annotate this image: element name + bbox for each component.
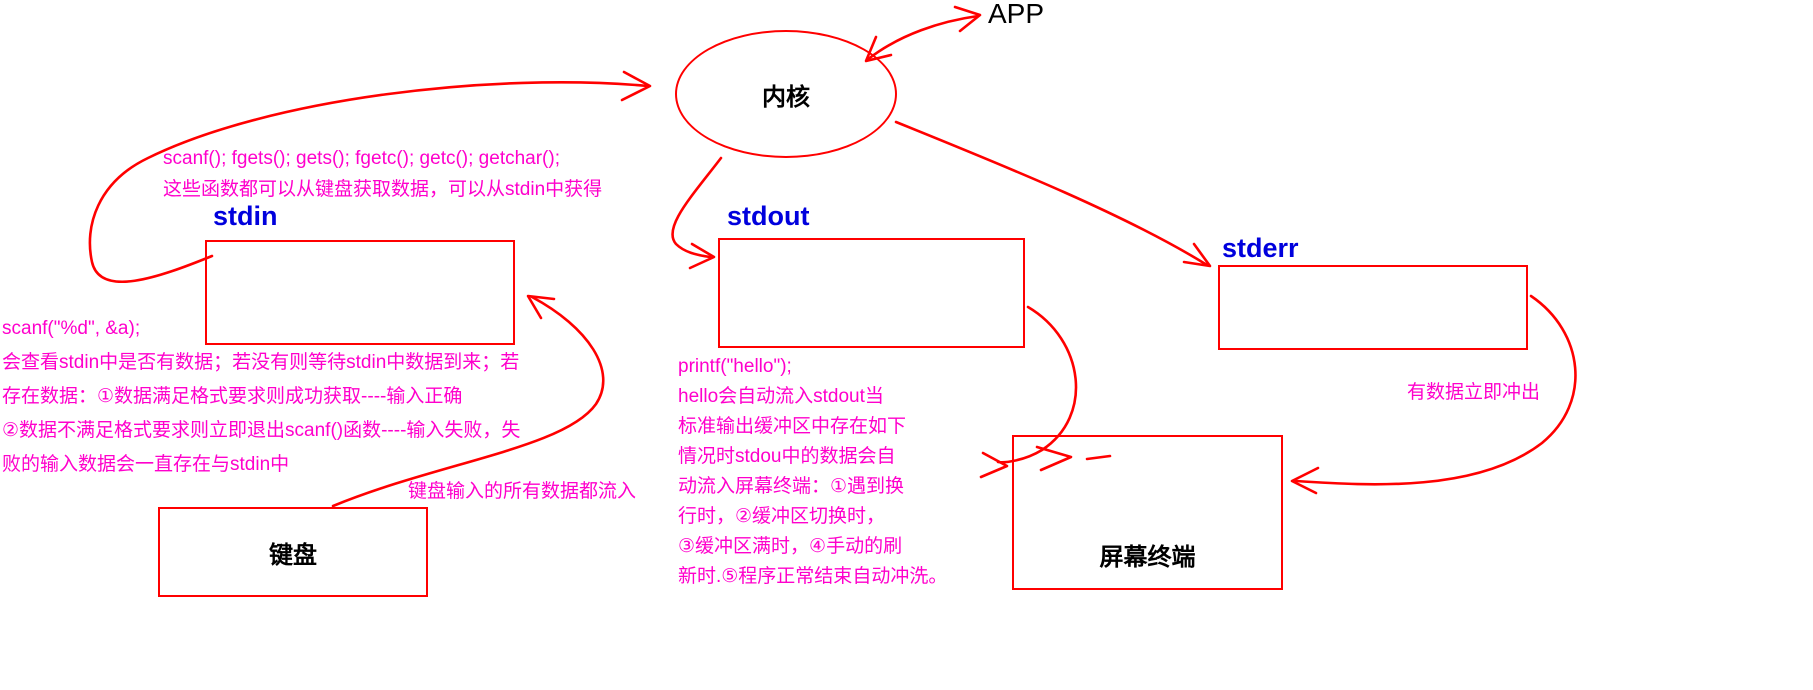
- note-line: scanf("%d", &a);: [2, 318, 141, 339]
- note-line: 情况时stdou中的数据会自: [678, 446, 896, 467]
- note-line: 败的输入数据会一直存在与stdin中: [2, 454, 290, 475]
- app-label: APP: [988, 0, 1045, 29]
- scanf-behavior-note: scanf("%d", &a); 会查看stdin中是否有数据；若没有则等待st…: [2, 312, 520, 482]
- terminal-box: 屏幕终端: [1012, 435, 1283, 590]
- arrow-kernel-to-stdout: [671, 156, 723, 270]
- stdout-box: [718, 238, 1025, 348]
- note-line: 这些函数都可以从键盘获取数据，可以从stdin中获得: [163, 179, 603, 200]
- terminal-label: 屏幕终端: [1099, 544, 1196, 571]
- keyboard-label: 键盘: [269, 541, 317, 569]
- stdin-functions-note: scanf(); fgets(); gets(); fgetc(); getc(…: [163, 143, 602, 205]
- note-line: 动流入屏幕终端：①遇到换: [678, 476, 905, 497]
- note-line: scanf(); fgets(); gets(); fgetc(); getc(…: [163, 148, 560, 169]
- note-line: 存在数据：①数据满足格式要求则成功获取----输入正确: [2, 386, 463, 407]
- arrow-app-kernel: [864, 5, 982, 63]
- keyboard-box: 键盘: [158, 507, 428, 597]
- printf-behavior-note: printf("hello"); hello会自动流入stdout当 标准输出缓…: [678, 352, 947, 592]
- note-line: 新时.⑤程序正常结束自动冲洗。: [678, 566, 948, 587]
- note-line: 会查看stdin中是否有数据；若没有则等待stdin中数据到来；若: [2, 352, 520, 373]
- stdout-label: stdout: [727, 201, 810, 231]
- note-line: 行时，②缓冲区切换时，: [678, 506, 886, 527]
- stdin-label: stdin: [213, 201, 278, 231]
- note-line: 标准输出缓冲区中存在如下: [678, 416, 907, 437]
- note-line: ②数据不满足格式要求则立即退出scanf()函数----输入失败，失: [2, 420, 521, 441]
- kernel-label: 内核: [762, 83, 810, 111]
- stderr-box: [1218, 265, 1528, 350]
- note-line: printf("hello");: [678, 356, 792, 377]
- stderr-flush-note: 有数据立即冲出: [1407, 382, 1541, 403]
- kernel-node: 内核: [675, 30, 897, 158]
- stderr-label: stderr: [1222, 233, 1299, 263]
- note-line: hello会自动流入stdout当: [678, 386, 884, 407]
- note-line: ③缓冲区满时，④手动的刷: [678, 536, 903, 557]
- keyboard-flow-note: 键盘输入的所有数据都流入: [408, 481, 637, 502]
